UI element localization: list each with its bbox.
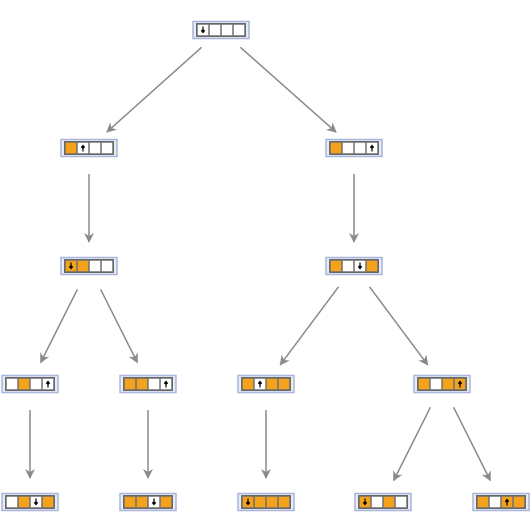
state-node	[1, 374, 59, 394]
tape-cell-empty	[221, 24, 233, 36]
tape-cell-filled	[330, 260, 342, 272]
tape-cell-filled	[65, 142, 77, 154]
tape-cell-empty	[209, 24, 221, 36]
tape-cell-filled	[418, 378, 430, 390]
state-node	[1, 492, 59, 512]
tape-cell-filled	[136, 496, 148, 508]
state-node	[472, 492, 530, 512]
edge-arrow	[279, 286, 340, 366]
head-marker-icon	[357, 262, 363, 270]
head-marker-icon	[45, 380, 51, 388]
state-node	[119, 492, 177, 512]
state-node	[325, 138, 383, 158]
tape-cell-empty	[395, 496, 407, 508]
tape-cell-filled	[266, 378, 278, 390]
tape-cell-empty	[233, 24, 245, 36]
state-node	[237, 374, 295, 394]
tape-cell-empty	[101, 142, 113, 154]
tape-cell-filled	[77, 260, 89, 272]
tape-cell-empty	[89, 260, 101, 272]
tape-cell-filled	[18, 496, 30, 508]
tape-cell-filled	[254, 496, 266, 508]
tape-cell-filled	[278, 378, 290, 390]
tape-cell-filled	[366, 260, 378, 272]
tape-cell-filled	[266, 496, 278, 508]
state-node	[237, 492, 295, 512]
nodes	[1, 20, 530, 512]
state-node	[413, 374, 471, 394]
edge-arrow	[40, 288, 79, 364]
tape-cell-filled	[278, 496, 290, 508]
tape-cell-filled	[330, 142, 342, 154]
state-node	[325, 256, 383, 276]
tape-cell-empty	[30, 378, 42, 390]
tape-cell-filled	[42, 496, 54, 508]
edge-arrow	[393, 406, 432, 482]
edges	[25, 46, 491, 482]
edge-arrow	[368, 286, 429, 366]
state-node	[60, 256, 118, 276]
tape-cell-filled	[124, 378, 136, 390]
tape-cell-filled	[383, 496, 395, 508]
state-node	[119, 374, 177, 394]
tape-cell-filled	[18, 378, 30, 390]
head-marker-icon	[151, 498, 157, 506]
edge-arrow	[99, 288, 138, 364]
tape-cell-filled	[242, 378, 254, 390]
tape-cell-empty	[354, 142, 366, 154]
edge-arrow	[239, 46, 337, 133]
tape-cell-empty	[342, 260, 354, 272]
head-marker-icon	[68, 262, 74, 270]
tape-cell-empty	[371, 496, 383, 508]
tape-cell-filled	[160, 496, 172, 508]
head-marker-icon	[80, 144, 86, 152]
tape-cell-empty	[342, 142, 354, 154]
tape-cell-filled	[124, 496, 136, 508]
tape-cell-empty	[489, 496, 501, 508]
head-marker-icon	[457, 380, 463, 388]
tape-cell-filled	[513, 496, 525, 508]
head-marker-icon	[362, 498, 368, 506]
tape-cell-empty	[6, 496, 18, 508]
tape-cell-empty	[101, 260, 113, 272]
state-node	[354, 492, 412, 512]
head-marker-icon	[163, 380, 169, 388]
tape-cell-empty	[430, 378, 442, 390]
edge-arrow	[106, 46, 203, 133]
head-marker-icon	[369, 144, 375, 152]
tape-cell-empty	[6, 378, 18, 390]
state-node	[192, 20, 250, 40]
edge-arrow	[452, 406, 491, 482]
tape-cell-filled	[477, 496, 489, 508]
tape-cell-filled	[442, 378, 454, 390]
head-marker-icon	[200, 26, 206, 34]
head-marker-icon	[257, 380, 263, 388]
tape-cell-empty	[89, 142, 101, 154]
tape-cell-filled	[136, 378, 148, 390]
tape-cell-empty	[148, 378, 160, 390]
head-marker-icon	[504, 498, 510, 506]
head-marker-icon	[245, 498, 251, 506]
head-marker-icon	[33, 498, 39, 506]
state-node	[60, 138, 118, 158]
